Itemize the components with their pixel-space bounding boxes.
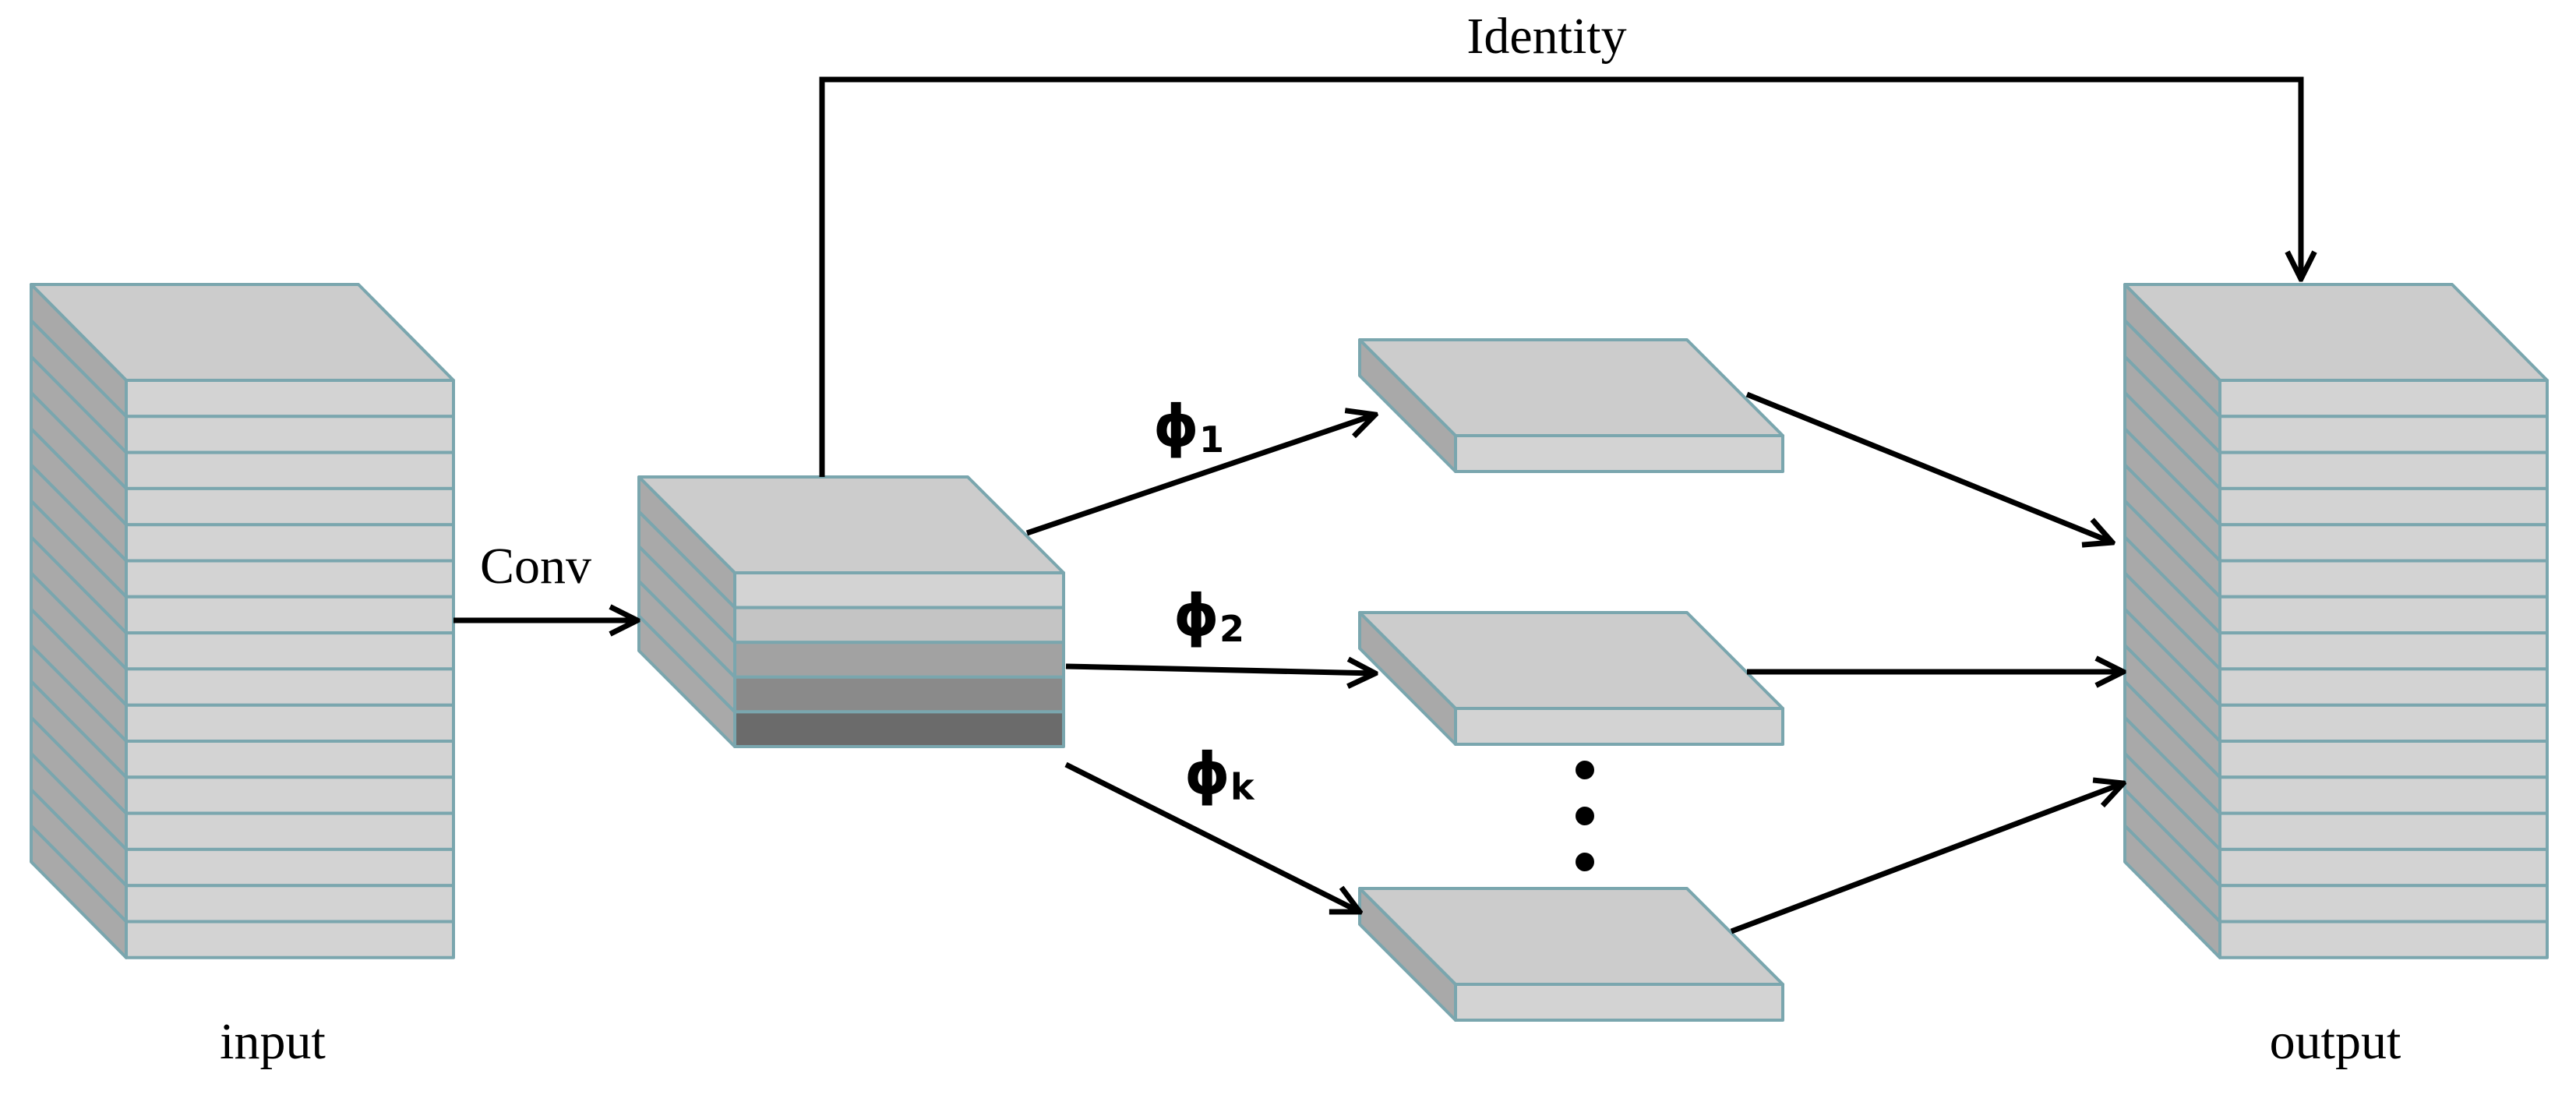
map-k-to-output-arrow [1730,783,2123,934]
conv-feature-stack [637,475,1065,748]
input-layer-layer-front [125,703,455,743]
input-layer-layer-front [125,847,455,888]
phi-1-label: ϕ1 [1153,393,1224,461]
conv-layer-layer-front [733,571,1065,609]
input-layer-layer-front [125,379,455,419]
map-1-to-output-arrow [1745,391,2112,542]
identity-path [819,76,2301,477]
input-label: input [220,1013,326,1070]
output-label: output [2270,1013,2401,1070]
input-layer-layer-front [125,920,455,959]
input-layer-layer-front [125,415,455,454]
identity-label: Identity [1466,8,1626,65]
input-layer-layer-front [125,884,455,924]
conv-layer-layer-front [733,641,1065,679]
feature-map-2 [1358,611,1784,746]
input-layer-layer-front [125,631,455,671]
input-layer-layer-front [125,559,455,599]
output-layer-layer-front [2218,631,2549,671]
ellipsis-dots [1576,761,1594,871]
feature-map-1 [1358,338,1784,473]
feature-map-k [1358,887,1784,1022]
output-layer-layer-front [2218,775,2549,815]
map-k-layer-front [1454,983,1784,1022]
conv-layer-layer-front [733,606,1065,645]
output-layer-layer-front [2218,450,2549,490]
phi-2-arrow [1065,666,1375,673]
input-layer-layer-front [125,486,455,527]
input-layer-layer-front [125,775,455,815]
output-layer-layer-front [2218,415,2549,454]
output-layer-layer-front [2218,811,2549,851]
output-layer-layer-front [2218,523,2549,563]
input-layer-layer-front [125,523,455,563]
output-layer-layer-front [2218,667,2549,707]
output-layer-layer-front [2218,595,2549,635]
input-layer-layer-front [125,450,455,490]
output-layer-layer-front [2218,920,2549,959]
output-layer-layer-front [2218,740,2549,779]
map-2-layer-front [1454,707,1784,746]
input-tensor-stack [30,283,455,959]
phi-k-arrow [1064,761,1360,912]
output-layer-layer-front [2218,486,2549,527]
map-1-layer-front [1454,434,1784,473]
output-layer-layer-front [2218,559,2549,599]
phi-1-arrow [1025,415,1375,536]
input-layer-layer-front [125,595,455,635]
input-layer-layer-front [125,811,455,851]
conv-layer-layer-front [733,675,1065,714]
input-layer-layer-front [125,740,455,779]
output-tensor-stack [2123,283,2549,959]
phi-2-label: ϕ2 [1173,582,1244,650]
output-layer-layer-front [2218,847,2549,888]
conv-layer-layer-front [733,710,1065,748]
phi-k-label: ϕk [1184,740,1255,808]
output-layer-layer-front [2218,379,2549,419]
conv-label: Conv [480,538,591,595]
input-layer-layer-front [125,667,455,707]
output-layer-layer-front [2218,703,2549,743]
output-layer-layer-front [2218,884,2549,924]
